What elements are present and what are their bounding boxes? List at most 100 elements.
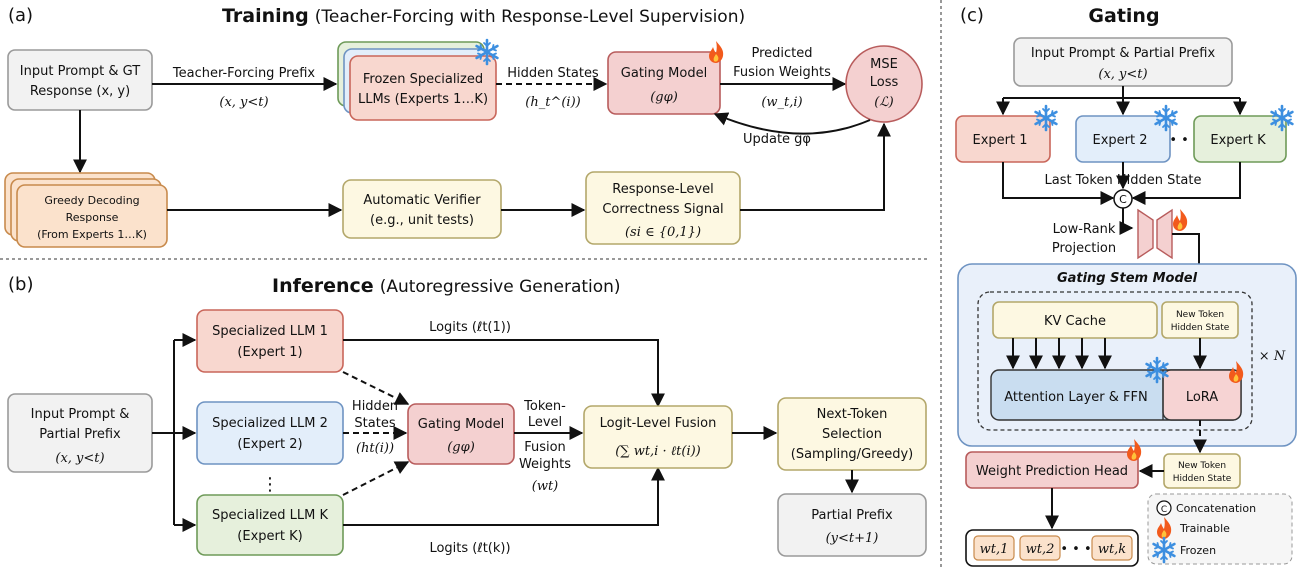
svg-text:Logit-Level Fusion: Logit-Level Fusion: [600, 416, 717, 431]
expertk-to-concat: [1131, 162, 1241, 205]
token-level-4: Weights: [519, 457, 571, 472]
svg-text:Expert 2: Expert 2: [1092, 133, 1147, 148]
svg-text:Input Prompt & GT: Input Prompt & GT: [20, 64, 140, 79]
svg-text:Expert 1: Expert 1: [972, 133, 1027, 148]
specialized-llm-2: Specialized LLM 2 (Expert 2): [196, 401, 344, 465]
logits-1-arrow: [343, 339, 665, 408]
hidden-states-math: (h_t^(i)): [525, 95, 580, 110]
kv-cache-box: KV Cache: [992, 301, 1158, 339]
logits-k-arrow: [343, 466, 665, 526]
legend-frozen: Frozen: [1180, 544, 1216, 557]
logit-fusion-box: Logit-Level Fusion (∑ wt,i · ℓt(i)): [583, 405, 733, 469]
low-rank-projection: [1137, 208, 1173, 260]
svg-text:Response: Response: [66, 211, 119, 224]
mse-loss-node: MSE Loss (ℒ): [845, 45, 923, 123]
svg-text:(gφ): (gφ): [447, 440, 475, 455]
svg-text:Partial Prefix: Partial Prefix: [811, 508, 893, 523]
svg-text:New Token: New Token: [1178, 461, 1226, 471]
token-level-2: Level: [528, 415, 562, 430]
svg-text:Response-Level: Response-Level: [612, 182, 713, 197]
attention-ffn-box: Attention Layer & FFN LoRA: [990, 369, 1242, 421]
svg-text:New Token: New Token: [1176, 310, 1224, 320]
svg-text:(gφ): (gφ): [650, 90, 678, 105]
svg-text:Attention Layer & FFN: Attention Layer & FFN: [1004, 390, 1147, 405]
panel-b-label: (b): [8, 274, 33, 295]
flame-icon: [709, 41, 724, 63]
svg-text:MSE: MSE: [870, 57, 898, 72]
svg-text:Hidden State: Hidden State: [1171, 323, 1230, 333]
llm1-to-gating-arrow: [342, 371, 410, 405]
svg-text:wt,k: wt,k: [1098, 542, 1126, 557]
concat-node: C: [1113, 189, 1133, 209]
svg-text:(∑ wt,i · ℓt(i)): (∑ wt,i · ℓt(i)): [615, 444, 701, 459]
svg-text:(Expert K): (Expert K): [237, 529, 302, 544]
panel-c-label: (c): [960, 5, 984, 26]
hidden-label-1: Hidden: [352, 399, 398, 414]
svg-text:Loss: Loss: [870, 75, 899, 90]
svg-text:(Expert 1): (Expert 1): [237, 345, 302, 360]
predicted-label-2: Fusion Weights: [733, 65, 831, 80]
update-arrow: [713, 112, 871, 135]
panel-c-title: Gating: [1088, 5, 1159, 27]
svg-text:Weight Prediction Head: Weight Prediction Head: [976, 464, 1128, 479]
svg-text:Correctness Signal: Correctness Signal: [602, 202, 723, 217]
svg-text:• • •: • • •: [1060, 542, 1091, 557]
svg-text:(ℒ): (ℒ): [874, 95, 894, 110]
svg-text:Response (x, y): Response (x, y): [30, 84, 130, 99]
svg-text:wt,1: wt,1: [980, 542, 1009, 557]
times-n-label: × N: [1259, 349, 1286, 364]
teacher-forcing-math: (x, y<t): [219, 95, 268, 110]
update-label: Update gφ: [743, 132, 811, 147]
svg-text:Selection: Selection: [822, 427, 882, 442]
svg-text:(x, y<t): (x, y<t): [1098, 67, 1147, 82]
svg-text:Specialized LLM 2: Specialized LLM 2: [212, 416, 328, 431]
svg-text:C: C: [1161, 505, 1167, 515]
training-gating-box: Gating Model (gφ): [607, 51, 721, 115]
svg-text:Automatic Verifier: Automatic Verifier: [363, 193, 481, 208]
token-level-1: Token-: [523, 399, 566, 414]
panel-a-label: (a): [8, 5, 33, 26]
svg-text:Hidden State: Hidden State: [1173, 474, 1232, 484]
training-input-box: Input Prompt & GT Response (x, y): [7, 49, 153, 111]
expert-k-box: Expert K: [1193, 115, 1287, 163]
expert1-to-concat: [1002, 162, 1115, 205]
specialized-llm-1: Specialized LLM 1 (Expert 1): [196, 309, 344, 373]
svg-text:LoRA: LoRA: [1186, 390, 1218, 405]
svg-text:Specialized LLM 1: Specialized LLM 1: [212, 324, 328, 339]
verifier-box: Automatic Verifier (e.g., unit tests): [342, 179, 502, 239]
svg-text:(Expert 2): (Expert 2): [237, 437, 302, 452]
svg-text:Partial Prefix: Partial Prefix: [39, 427, 121, 442]
svg-text:LLMs (Experts 1…K): LLMs (Experts 1…K): [358, 92, 488, 107]
hidden-states-label: Hidden States: [507, 66, 599, 81]
low-rank-label-2: Projection: [1052, 241, 1116, 256]
svg-text:Input Prompt & Partial Prefix: Input Prompt & Partial Prefix: [1031, 46, 1216, 61]
svg-text:C: C: [1119, 193, 1127, 206]
inference-input-box: Input Prompt & Partial Prefix (x, y<t): [7, 393, 153, 473]
expert-ellipsis: • • •: [1169, 133, 1200, 148]
token-level-5: (wt): [532, 479, 559, 494]
svg-text:Frozen Specialized: Frozen Specialized: [363, 72, 483, 87]
flame-icon: [1173, 209, 1188, 231]
svg-text:wt,2: wt,2: [1026, 542, 1055, 557]
svg-text:Next-Token: Next-Token: [817, 407, 888, 422]
expert-1-box: Expert 1: [955, 115, 1051, 163]
svg-text:Specialized LLM K: Specialized LLM K: [212, 508, 328, 523]
llmk-to-gating-arrow: [342, 461, 410, 496]
svg-text:Gating Model: Gating Model: [621, 66, 707, 81]
teacher-forcing-label: Teacher-Forcing Prefix: [172, 66, 316, 81]
inference-gating-box: Gating Model (gφ): [407, 403, 515, 465]
signal-to-mse-arrow: [740, 122, 891, 211]
predicted-label-1: Predicted: [751, 46, 812, 61]
next-token-box: Next-Token Selection (Sampling/Greedy): [777, 397, 927, 471]
correctness-signal-box: Response-Level Correctness Signal (si ∈ …: [585, 171, 741, 245]
greedy-decoding-stack: Greedy Decoding Response (From Experts 1…: [4, 172, 168, 248]
expert-2-box: Expert 2: [1075, 115, 1171, 163]
svg-text:(x, y<t): (x, y<t): [55, 451, 104, 466]
svg-text:Gating Model: Gating Model: [418, 417, 504, 432]
llm-dots: ⋮: [261, 474, 279, 495]
svg-text:(From Experts 1…K): (From Experts 1…K): [37, 228, 147, 241]
hidden-label-3: (ht(i)): [356, 441, 394, 456]
svg-text:Expert K: Expert K: [1210, 133, 1266, 148]
specialized-llm-k: Specialized LLM K (Expert K): [196, 494, 344, 556]
